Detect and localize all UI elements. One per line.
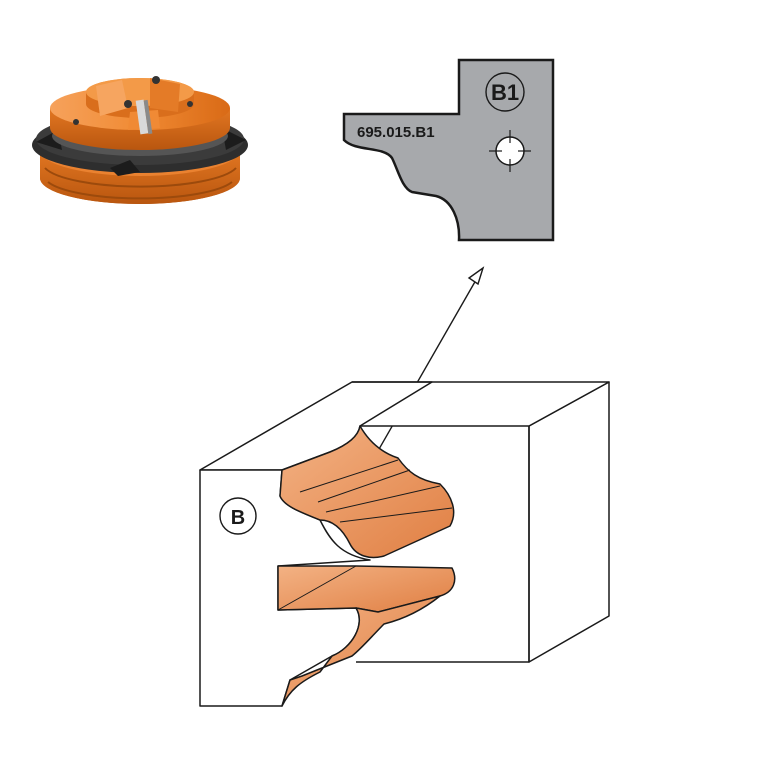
upper-moulding-profile [279, 425, 455, 559]
pointer-arrow [366, 266, 485, 471]
bottom-moulding-profile [281, 595, 441, 707]
profile-block-b: B [199, 381, 610, 707]
knife-profile-outline [342, 58, 555, 242]
knife-code-label: B1 [491, 80, 519, 105]
knife-code-badge: B1 [485, 72, 525, 112]
cutter-head-image [32, 76, 248, 204]
section-label: B [231, 507, 245, 529]
block-side-face [528, 381, 610, 663]
knife-part-number: 695.015.B1 [357, 124, 435, 141]
mounting-hole-icon [489, 130, 531, 172]
section-badge: B [219, 497, 257, 535]
arrow-head-icon [467, 266, 485, 286]
knife-b1: B1 695.015.B1 [342, 58, 555, 242]
